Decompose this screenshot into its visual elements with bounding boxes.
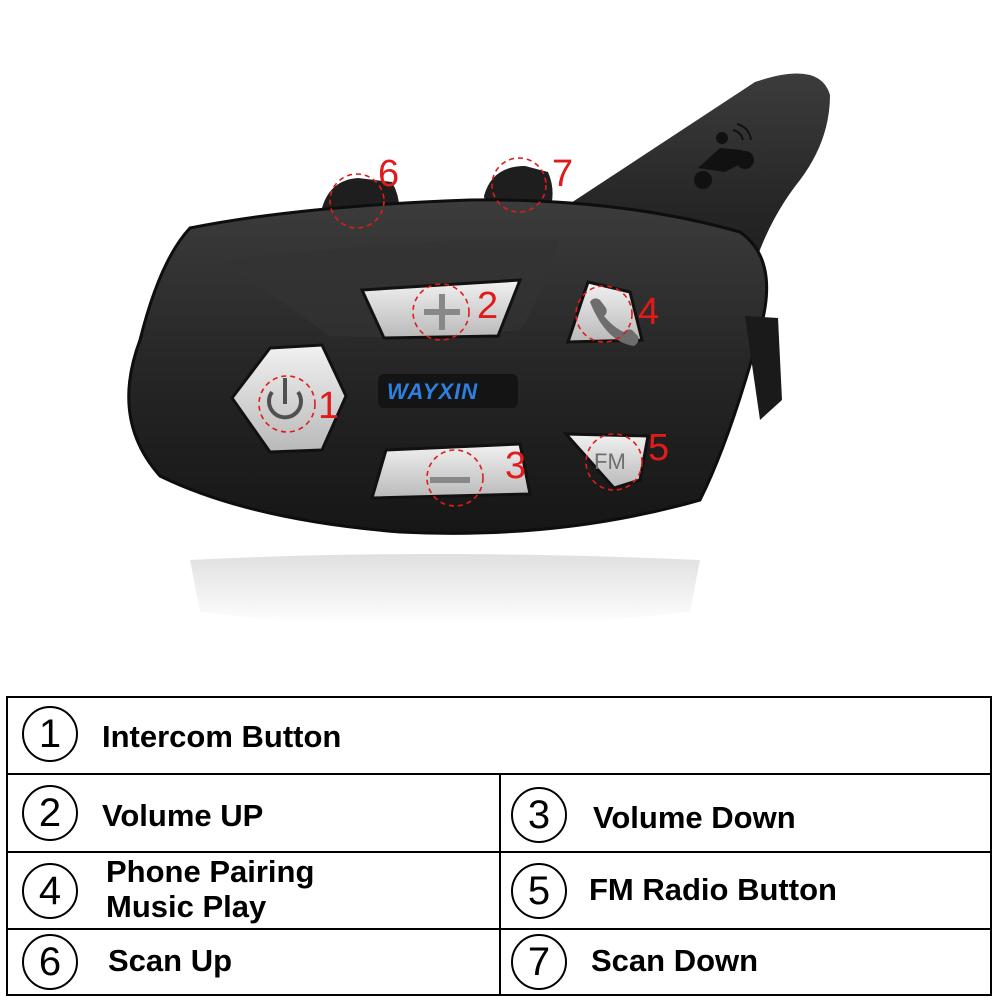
legend-item-6: 6 Scan Up [8, 930, 499, 994]
callout-circle-2 [412, 283, 470, 341]
legend-label-4-line1: Phone Pairing [106, 854, 315, 889]
table-border-right [990, 696, 992, 996]
callout-circle-3 [426, 449, 484, 507]
legend-number-3: 3 [511, 787, 567, 843]
callout-1: 1 [318, 385, 339, 427]
legend-number-5: 5 [511, 863, 567, 919]
legend-label-4-line2: Music Play [106, 889, 267, 924]
legend-item-2: 2 Volume UP [8, 775, 499, 851]
callout-circles [258, 157, 643, 507]
legend-number-6: 6 [22, 934, 78, 990]
legend-item-4: 4 Phone Pairing Music Play [8, 853, 499, 928]
side-connector [745, 316, 782, 420]
motorcycle-icon [694, 123, 754, 189]
plus-icon [424, 294, 460, 330]
legend-item-1: 1 Intercom Button [8, 698, 990, 773]
legend-label-1: Intercom Button [102, 719, 342, 754]
device-reflection [190, 554, 700, 626]
legend-number-7: 7 [511, 934, 567, 990]
callout-circle-6 [329, 173, 385, 229]
table-border-bottom [6, 994, 992, 996]
legend-number-4: 4 [22, 863, 78, 919]
brand-logo-plate [378, 374, 518, 408]
antenna-fin [545, 73, 830, 340]
legend-label-5: FM Radio Button [589, 872, 837, 907]
callout-6: 6 [378, 153, 399, 195]
brand-logo: WAYXIN [387, 379, 478, 404]
fm-text: FM [594, 449, 626, 474]
callout-circle-1 [258, 375, 316, 433]
legend-item-5: 5 FM Radio Button [501, 853, 990, 928]
legend-number-2: 2 [22, 785, 78, 841]
callout-circle-5 [585, 433, 643, 491]
phone-icon [590, 298, 639, 346]
legend-item-7: 7 Scan Down [501, 930, 990, 994]
legend-label-7: Scan Down [591, 943, 759, 978]
legend-label-2: Volume UP [102, 798, 264, 833]
legend-label-3: Volume Down [593, 800, 796, 835]
intercom-power-button[interactable] [230, 343, 348, 454]
legend-item-3: 3 Volume Down [501, 775, 990, 851]
callout-circle-4 [575, 285, 633, 343]
callout-2: 2 [477, 285, 498, 327]
callout-3: 3 [505, 445, 526, 487]
power-icon [267, 378, 303, 420]
callout-circle-7 [491, 157, 547, 213]
callout-4: 4 [638, 291, 659, 333]
legend-number-1: 1 [22, 706, 78, 762]
volume-down-button[interactable] [369, 442, 532, 500]
fm-button[interactable]: FM [562, 432, 650, 490]
callout-5: 5 [648, 427, 669, 469]
callout-7: 7 [552, 153, 573, 195]
volume-up-button[interactable] [359, 278, 523, 340]
intercom-device-illustration: FM WAYXIN 1 2 3 4 5 6 7 [127, 73, 830, 626]
legend-label-6: Scan Up [108, 943, 233, 978]
